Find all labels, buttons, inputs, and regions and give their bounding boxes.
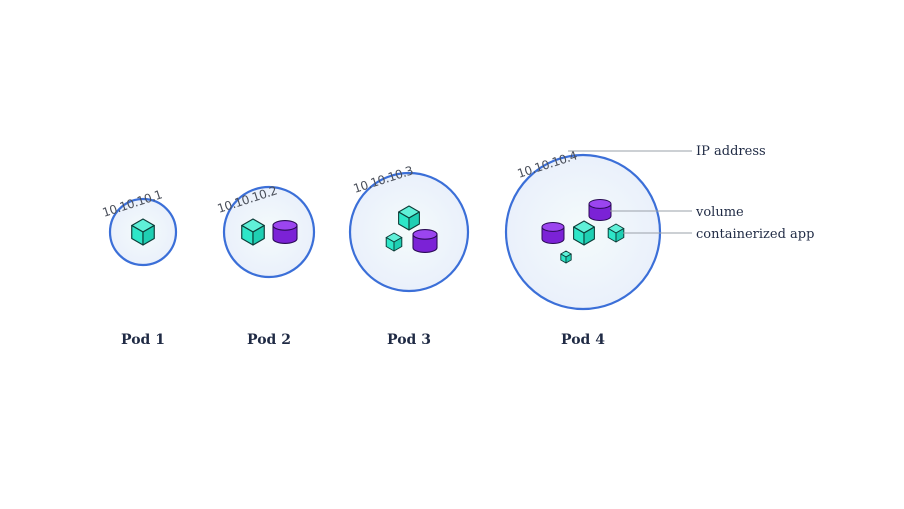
pod-2: 10.10.10.2 Pod 2 (216, 183, 316, 348)
cube-icon (131, 218, 155, 246)
cylinder-icon (412, 229, 438, 253)
cube-icon (573, 220, 595, 246)
pod-3: 10.10.10.3 Pod 3 (348, 163, 470, 348)
cube-icon (560, 250, 572, 264)
pod-4-label: Pod 4 (561, 332, 605, 348)
cube-icon (607, 223, 625, 243)
cylinder-icon (588, 199, 612, 221)
legend-volume: volume (695, 205, 744, 220)
cylinder-icon (541, 222, 565, 244)
cube-icon (398, 205, 420, 231)
cylinder-icon (272, 220, 298, 244)
pod-1-label: Pod 1 (121, 332, 165, 348)
cube-icon (241, 218, 265, 246)
pod-3-circle (348, 171, 470, 293)
cube-icon (385, 232, 403, 252)
pod-2-circle (222, 185, 316, 279)
legend-ip-address: IP address (696, 144, 766, 159)
legend-containerized-app: containerized app (696, 227, 814, 242)
pod-4: 10.10.10.4 Pod 4 (504, 148, 662, 348)
pod-3-label: Pod 3 (387, 332, 431, 348)
pod-1: 10.10.10.1 Pod 1 (101, 187, 178, 348)
pod-2-label: Pod 2 (247, 332, 291, 348)
